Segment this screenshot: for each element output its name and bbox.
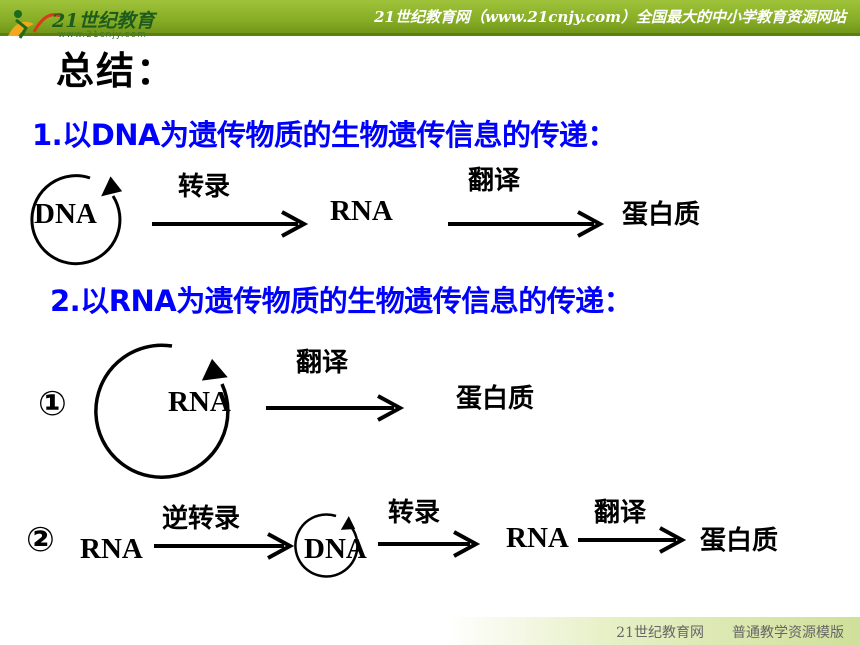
case2-rna1-label: RNA [80, 533, 143, 565]
footer-bar [0, 617, 860, 645]
transcription-arrow [152, 210, 309, 238]
header-banner [0, 0, 860, 34]
case2-rna2-label: RNA [506, 522, 569, 554]
case1-translation-arrow [266, 394, 405, 422]
rna-replication-cycle [94, 343, 230, 479]
reverse-transcription-label: 逆转录 [162, 504, 241, 534]
header-caption: 21世纪教育网（www.21cnjy.com）全国最大的中小学教育资源网站 [374, 8, 846, 26]
translation-label: 翻译 [468, 166, 521, 196]
transcription-label: 转录 [178, 172, 231, 202]
case2-transcription-arrow [378, 530, 481, 558]
rna-label: RNA [330, 195, 393, 227]
dna-replication-cycle [30, 174, 123, 266]
section2-heading: 2.以RNA为遗传物质的生物遗传信息的传递： [50, 284, 633, 318]
case2-translation-label: 翻译 [594, 498, 647, 528]
header-divider [0, 33, 860, 36]
protein-label: 蛋白质 [622, 200, 701, 230]
logo-text: 21世纪教育 [52, 10, 155, 32]
translation-arrow [448, 210, 605, 238]
logo-url: www.21cnjy.com [58, 30, 147, 40]
case2-dna-label: DNA [304, 533, 367, 565]
case2-translation-arrow [578, 526, 687, 554]
case1-translation-label: 翻译 [296, 348, 349, 378]
page-title: 总结： [56, 49, 177, 93]
dna-label: DNA [34, 198, 97, 230]
case2-dna-replication-cycle [294, 513, 359, 578]
case2-number: ② [26, 520, 55, 560]
section1-heading: 1.以DNA为遗传物质的生物遗传信息的传递： [32, 118, 616, 152]
case1-rna-label: RNA [168, 386, 231, 418]
reverse-transcription-arrow [154, 532, 295, 560]
logo-icon [8, 10, 61, 39]
case2-transcription-label: 转录 [388, 498, 441, 528]
footer-caption: 21世纪教育网 普通教学资源模版 [616, 625, 844, 641]
case1-protein-label: 蛋白质 [456, 384, 535, 414]
case2-protein-label: 蛋白质 [700, 526, 779, 556]
logo [4, 2, 154, 42]
case1-number: ① [38, 384, 67, 424]
